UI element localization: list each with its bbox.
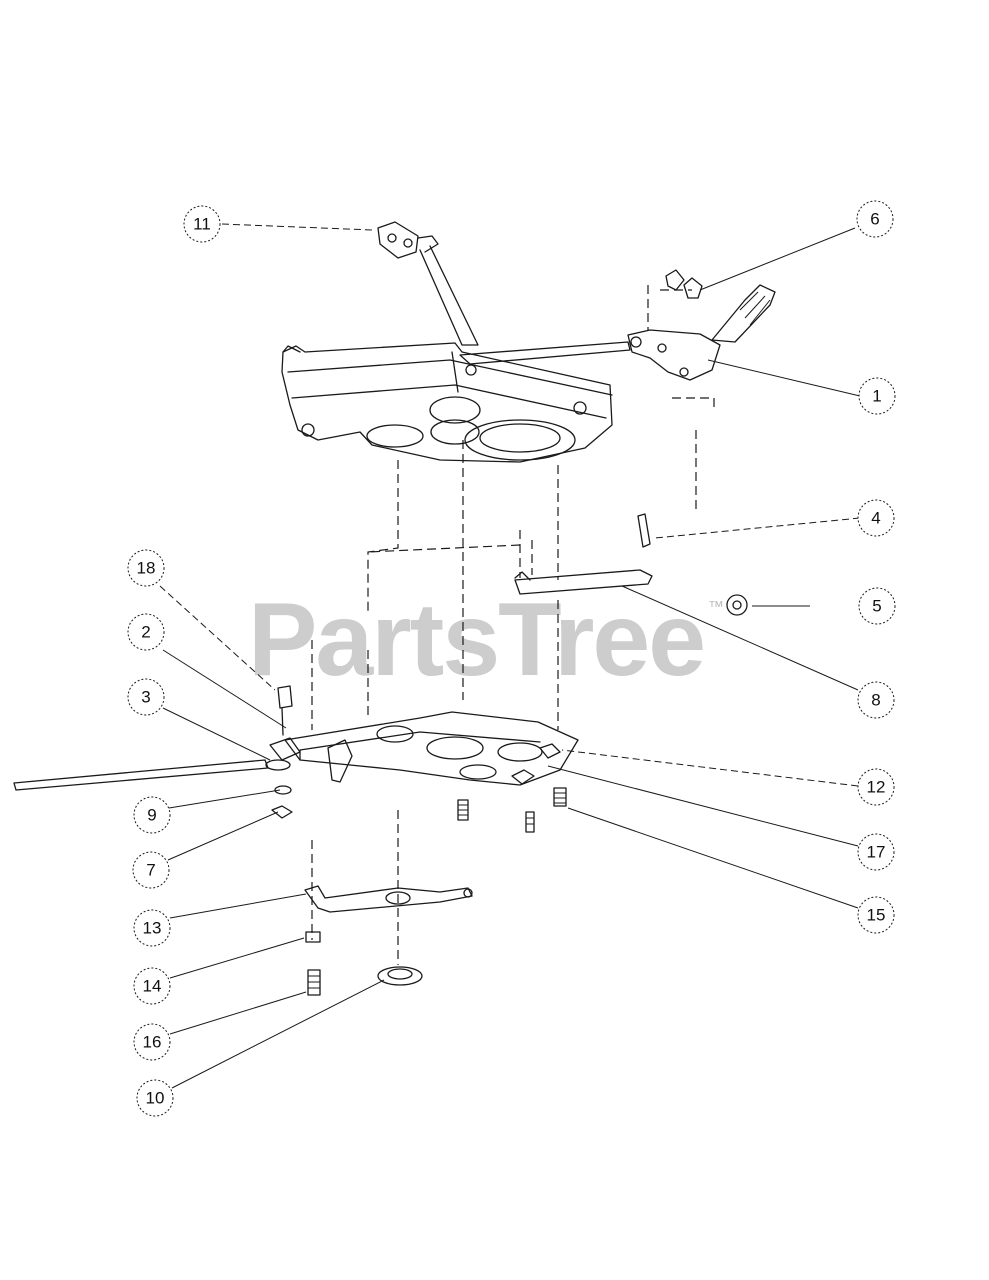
svg-text:5: 5 <box>872 597 881 616</box>
svg-text:17: 17 <box>867 843 886 862</box>
callout-11: 11 <box>183 205 221 243</box>
clips <box>271 785 293 819</box>
svg-text:6: 6 <box>870 210 879 229</box>
svg-text:7: 7 <box>146 861 155 880</box>
callout-14: 14 <box>133 967 171 1005</box>
upper-housing <box>281 342 613 463</box>
throttle-lever <box>459 269 776 381</box>
svg-text:12: 12 <box>867 778 886 797</box>
callout-2: 2 <box>127 613 165 651</box>
svg-text:2: 2 <box>141 623 150 642</box>
callout-7: 7 <box>132 851 170 889</box>
screws <box>457 743 567 833</box>
small-pin <box>277 685 293 736</box>
callout-12: 12 <box>857 768 895 806</box>
callout-6: 6 <box>856 200 894 238</box>
throttle-shaft <box>13 759 269 791</box>
svg-text:15: 15 <box>867 906 886 925</box>
link-rod <box>514 569 653 595</box>
svg-text:18: 18 <box>137 559 156 578</box>
watermark-trademark: ™ <box>708 599 724 616</box>
callout-1: 1 <box>858 377 896 415</box>
base-plate <box>265 711 579 786</box>
svg-text:11: 11 <box>193 215 211 234</box>
callout-18: 18 <box>127 549 165 587</box>
pin <box>637 513 651 548</box>
callout-4: 4 <box>857 499 895 537</box>
svg-text:3: 3 <box>141 688 150 707</box>
callout-13: 13 <box>133 909 171 947</box>
callout-9: 9 <box>133 796 171 834</box>
lower-parts <box>305 931 423 996</box>
svg-text:4: 4 <box>871 509 880 528</box>
svg-text:8: 8 <box>871 691 880 710</box>
callout-16: 16 <box>133 1023 171 1061</box>
watermark: PartsTree <box>248 582 704 698</box>
callout-15: 15 <box>857 896 895 934</box>
callout-17: 17 <box>857 833 895 871</box>
svg-text:14: 14 <box>143 977 162 996</box>
callout-3: 3 <box>127 678 165 716</box>
callout-10: 10 <box>136 1079 174 1117</box>
svg-text:13: 13 <box>143 919 162 938</box>
svg-text:10: 10 <box>146 1089 165 1108</box>
svg-text:1: 1 <box>872 387 881 406</box>
callout-5: 5 <box>858 587 896 625</box>
svg-text:9: 9 <box>147 806 156 825</box>
callout-8: 8 <box>857 681 895 719</box>
washer <box>726 594 748 616</box>
svg-text:16: 16 <box>143 1033 162 1052</box>
leader-lines <box>159 223 861 1089</box>
lower-link <box>304 885 473 913</box>
choke-lever <box>377 221 479 346</box>
